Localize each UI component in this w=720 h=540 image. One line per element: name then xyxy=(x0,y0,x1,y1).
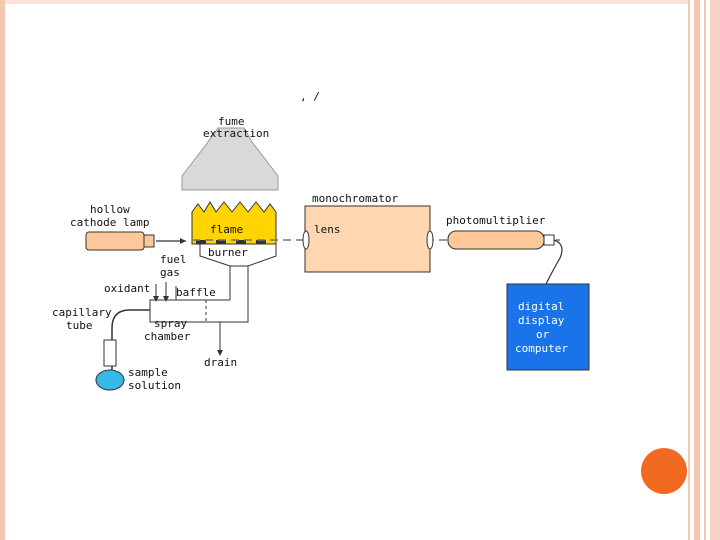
digital-display xyxy=(506,283,590,371)
sample-label-2: solution xyxy=(128,379,181,392)
sample-label: sample xyxy=(128,366,168,379)
burner-label: burner xyxy=(208,246,248,259)
capillary-label-2: tube xyxy=(66,319,93,332)
spray-label: spray xyxy=(154,317,187,330)
right-border-stripe xyxy=(710,0,720,540)
accent-dot xyxy=(641,448,687,494)
slide-top-border xyxy=(5,0,688,4)
photomultiplier xyxy=(447,230,545,250)
monochromator-label: monochromator xyxy=(312,192,398,205)
right-border-stripe xyxy=(688,0,690,540)
beam-arrow-icon xyxy=(180,238,186,244)
drain-arrow-icon xyxy=(217,350,223,356)
drain-label: drain xyxy=(204,356,237,369)
spray-chamber xyxy=(149,299,249,323)
burner-slot xyxy=(196,240,206,244)
fume-label: fume xyxy=(218,115,245,128)
fuel-arrow-icon xyxy=(163,296,169,302)
flame xyxy=(191,201,277,245)
flask-neck xyxy=(103,339,117,367)
fume-hood xyxy=(181,127,279,191)
photomultiplier-label: photomultiplier xyxy=(446,214,546,227)
burner-slot xyxy=(256,240,266,244)
baffle-label: baffle xyxy=(176,286,216,299)
display-label-2: display xyxy=(518,314,565,327)
right-border-stripe xyxy=(694,0,700,540)
top-marks: , / xyxy=(300,90,320,103)
burner-slot xyxy=(216,240,226,244)
photomultiplier-socket xyxy=(543,234,555,246)
capillary-tube xyxy=(111,309,150,372)
lamp-label-2: cathode lamp xyxy=(70,216,149,229)
lens-icon xyxy=(302,230,310,250)
lamp-window xyxy=(143,234,155,248)
right-border-stripe xyxy=(704,0,706,540)
oxidant-label: oxidant xyxy=(104,282,150,295)
display-label: digital xyxy=(518,300,564,313)
burner-slot xyxy=(236,240,246,244)
spray-label-2: chamber xyxy=(144,330,191,343)
flame-label: flame xyxy=(210,223,243,236)
fuel-label: fuel xyxy=(160,253,187,266)
signal-cable xyxy=(545,239,563,285)
hollow-cathode-lamp xyxy=(85,231,145,251)
sample-flask xyxy=(95,369,125,391)
lens-label: lens xyxy=(314,223,341,236)
oxidant-arrow-icon xyxy=(153,296,159,302)
exit-lens-icon xyxy=(426,230,434,250)
capillary-label: capillary xyxy=(52,306,112,319)
monochromator xyxy=(304,205,431,273)
display-label-3: or xyxy=(536,328,550,341)
fume-label-2: extraction xyxy=(203,127,269,140)
fuel-label-2: gas xyxy=(160,266,180,279)
display-label-4: computer xyxy=(515,342,568,355)
lamp-label: hollow xyxy=(90,203,130,216)
